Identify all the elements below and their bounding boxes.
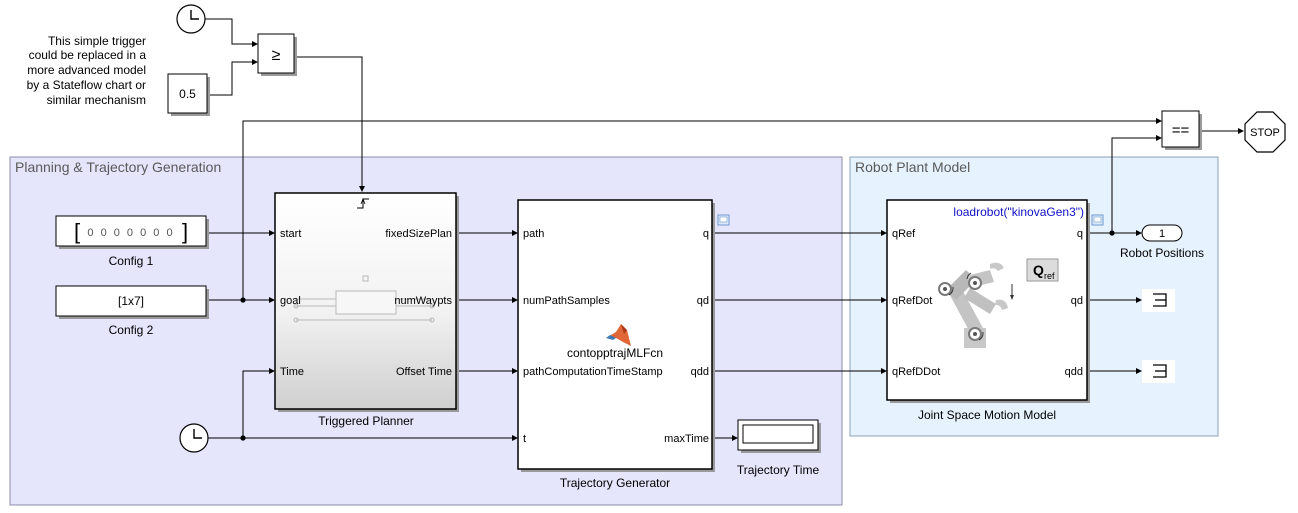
- constant-value: 0.5: [179, 87, 196, 101]
- generator-in-path: path: [523, 228, 544, 240]
- qref-letter: Q: [1033, 262, 1044, 278]
- annotation[interactable]: This simple trigger could be replaced in…: [27, 34, 147, 107]
- outport-number: 1: [1159, 228, 1165, 240]
- joint-in-qrefddot: qRefDDot: [892, 366, 940, 378]
- joint-in-qrefdot: qRefDot: [892, 295, 932, 307]
- signal-viewer-icon[interactable]: [1091, 214, 1104, 226]
- joint-model-mask-text: loadrobot("kinovaGen3"): [953, 205, 1084, 219]
- trajectory-generator-block[interactable]: path numPathSamples pathComputationTimeS…: [517, 199, 730, 490]
- generator-label: Trajectory Generator: [560, 476, 670, 490]
- config2-block[interactable]: [1x7] Config 2: [55, 285, 209, 337]
- config1-label: Config 1: [109, 254, 154, 268]
- config1-block[interactable]: [ 0 0 0 0 0 0 0 ] Config 1: [55, 215, 209, 268]
- generator-function-name: contopptrajMLFcn: [567, 346, 663, 360]
- terminator-qd[interactable]: [1142, 289, 1175, 312]
- trajectory-time-label: Trajectory Time: [737, 463, 820, 477]
- annotation-line-5: similar mechanism: [47, 93, 146, 107]
- compare-equal-block[interactable]: ==: [1161, 110, 1202, 150]
- outport-label: Robot Positions: [1120, 246, 1204, 260]
- joint-out-qd: qd: [1071, 295, 1083, 307]
- constant-block[interactable]: 0.5: [167, 73, 210, 116]
- annotation-line-1: This simple trigger: [48, 34, 146, 48]
- annotation-line-4: by a Stateflow chart or: [27, 78, 146, 92]
- trajectory-time-display[interactable]: Trajectory Time: [737, 419, 821, 477]
- planner-in-start: start: [280, 228, 301, 240]
- compare-symbol: ≥: [272, 47, 281, 64]
- stop-label: STOP: [1250, 127, 1280, 139]
- generator-in-numpathsamples: numPathSamples: [523, 295, 610, 307]
- config1-bracket-left: [: [74, 219, 80, 244]
- planner-out-numwaypts: numWaypts: [394, 295, 452, 307]
- planner-in-goal: goal: [280, 295, 301, 307]
- trigger-icon: [357, 197, 369, 209]
- planning-area-title: Planning & Trajectory Generation: [15, 159, 221, 175]
- planner-out-offsettime: Offset Time: [396, 366, 452, 378]
- clock-block-bottom[interactable]: [179, 423, 209, 453]
- terminator-icon: [1153, 364, 1167, 378]
- triggered-planner-block[interactable]: start goal Time fixedSizePlan numWaypts …: [274, 192, 459, 428]
- signal-viewer-icon[interactable]: [717, 214, 730, 226]
- qref-badge: Q ref: [1026, 258, 1059, 282]
- joint-out-q: q: [1077, 228, 1083, 240]
- generator-out-maxtime: maxTime: [664, 433, 709, 445]
- terminator-icon: [1153, 293, 1167, 307]
- config1-value: 0 0 0 0 0 0 0: [87, 227, 174, 239]
- plant-area-title: Robot Plant Model: [855, 159, 970, 175]
- compare-greater-equal-block[interactable]: ≥: [257, 33, 297, 76]
- generator-out-q: q: [703, 228, 709, 240]
- outport-block[interactable]: 1 Robot Positions: [1120, 224, 1204, 260]
- generator-in-timestamp: pathComputationTimeStamp: [523, 366, 663, 378]
- config2-label: Config 2: [109, 323, 154, 337]
- generator-in-t: t: [523, 433, 526, 445]
- generator-out-qdd: qdd: [691, 366, 709, 378]
- terminator-qdd[interactable]: [1142, 360, 1175, 383]
- annotation-line-2: could be replaced in a: [29, 48, 147, 62]
- clock-icon: [176, 4, 206, 34]
- planner-label: Triggered Planner: [318, 414, 414, 428]
- clock-block-top[interactable]: [176, 4, 206, 34]
- clock-icon: [179, 423, 209, 453]
- robot-arm-icon: [938, 262, 1014, 348]
- config1-bracket-right: ]: [182, 219, 188, 244]
- joint-out-qdd: qdd: [1065, 366, 1083, 378]
- joint-in-qref: qRef: [892, 228, 916, 240]
- planner-in-time: Time: [280, 366, 304, 378]
- equal-symbol: ==: [1172, 122, 1190, 139]
- stop-block[interactable]: STOP: [1244, 111, 1286, 153]
- qref-subscript: ref: [1044, 271, 1055, 281]
- signal-lines: [205, 18, 1244, 441]
- joint-model-label: Joint Space Motion Model: [918, 408, 1056, 422]
- joint-space-motion-model-block[interactable]: loadrobot("kinovaGen3") qRef qRefDot qRe…: [886, 199, 1104, 422]
- matlab-logo-icon: [606, 324, 631, 346]
- subsystem-preview-graphic: [293, 275, 435, 323]
- config2-value: [1x7]: [118, 294, 144, 308]
- annotation-line-3: more advanced model: [27, 63, 146, 77]
- generator-out-qd: qd: [697, 295, 709, 307]
- planner-out-fixedsizeplan: fixedSizePlan: [385, 228, 452, 240]
